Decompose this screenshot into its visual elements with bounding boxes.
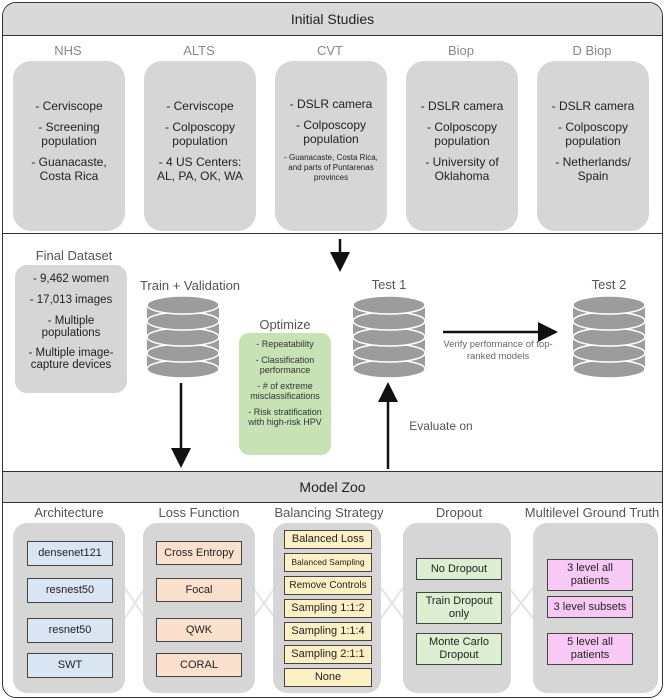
train-validation-label: Train + Validation xyxy=(139,278,241,293)
study-item: - DSLR camera xyxy=(551,99,635,113)
initial-studies-header: Initial Studies xyxy=(3,3,662,36)
evaluate-label: Evaluate on xyxy=(409,419,473,433)
balancing-strategy-title: Balancing Strategy xyxy=(274,505,384,520)
zoo-connectors xyxy=(124,587,534,619)
architecture-card: densenet121 resnest50 resnet50 SWT xyxy=(13,523,125,693)
study-card-biop: - DSLR camera - Colposcopy population - … xyxy=(406,61,518,231)
study-item: - Cerviscope xyxy=(35,99,103,113)
optimize-item: - Classification performance xyxy=(255,355,315,375)
test1-label: Test 1 xyxy=(371,277,407,292)
study-item: - Guanacaste, Costa Rica xyxy=(31,155,107,183)
balancing-option: Sampling 2:1:1 xyxy=(284,645,372,664)
flow-graphics xyxy=(124,239,646,619)
optimize-title: Optimize xyxy=(259,317,311,332)
dropout-card: No Dropout Train Dropout only Monte Carl… xyxy=(403,523,511,693)
balancing-option: Sampling 1:1:4 xyxy=(284,622,372,641)
study-item: - Colposcopy population xyxy=(164,120,236,148)
study-item: - University of Oklahoma xyxy=(425,155,499,183)
study-title-alts: ALTS xyxy=(183,43,215,58)
loss-function-card: Cross Entropy Focal QWK CORAL xyxy=(143,523,255,693)
balancing-option: Balanced Sampling xyxy=(284,553,372,572)
section-divider xyxy=(3,233,662,234)
study-item: - Colposcopy population xyxy=(426,120,498,148)
study-title-biop: Biop xyxy=(447,43,475,58)
test2-label: Test 2 xyxy=(591,277,627,292)
ground-truth-option: 5 level all patients xyxy=(547,633,633,665)
study-item: - DSLR camera xyxy=(420,99,504,113)
database-icon-train xyxy=(146,295,220,379)
balancing-option: None xyxy=(284,668,372,687)
verify-label: Verify performance of top-ranked models xyxy=(443,339,553,362)
architecture-option: resnet50 xyxy=(27,618,113,643)
dropout-option: No Dropout xyxy=(416,558,502,580)
study-item: - Colposcopy population xyxy=(557,120,629,148)
balancing-option: Sampling 1:1:2 xyxy=(284,599,372,618)
study-card-dbiop: - DSLR camera - Colposcopy population - … xyxy=(537,61,649,231)
study-card-alts: - Cerviscope - Colposcopy population - 4… xyxy=(144,61,256,231)
architecture-option: densenet121 xyxy=(27,541,113,566)
dataset-item: - 9,462 women xyxy=(32,273,110,285)
balancing-option: Balanced Loss xyxy=(284,530,372,549)
study-title-nhs: NHS xyxy=(54,43,82,58)
dataset-item: - Multiple populations xyxy=(41,315,101,339)
database-icon-test1 xyxy=(352,295,426,379)
study-note: - Guanacaste, Costa Rica, and parts of P… xyxy=(284,153,378,182)
final-dataset-title: Final Dataset xyxy=(35,248,113,263)
dropout-option: Monte Carlo Dropout xyxy=(416,633,502,665)
dataset-item: - 17,013 images xyxy=(29,294,113,306)
architecture-title: Architecture xyxy=(34,505,104,520)
study-title-dbiop: D Biop xyxy=(572,43,612,58)
study-item: - Screening population xyxy=(38,120,100,148)
ground-truth-title: Multilevel Ground Truth xyxy=(524,505,660,520)
final-dataset-card: - 9,462 women - 17,013 images - Multiple… xyxy=(15,265,127,393)
balancing-option: Remove Controls xyxy=(284,576,372,595)
loss-option: CORAL xyxy=(156,653,242,677)
study-item: - 4 US Centers: AL, PA, OK, WA xyxy=(156,155,244,183)
dataset-item: - Multiple image-capture devices xyxy=(28,347,114,371)
architecture-option: SWT xyxy=(27,653,113,678)
balancing-strategy-card: Balanced Loss Balanced Sampling Remove C… xyxy=(273,523,381,693)
loss-option: QWK xyxy=(156,618,242,642)
study-card-cvt: - DSLR camera - Colposcopy population - … xyxy=(275,61,387,231)
optimize-item: - # of extreme misclassifications xyxy=(250,381,320,401)
optimize-item: - Risk stratification with high-risk HPV xyxy=(248,407,322,427)
model-zoo-header: Model Zoo xyxy=(3,471,662,503)
ground-truth-option: 3 level all patients xyxy=(547,559,633,591)
study-item: - Colposcopy population xyxy=(295,118,367,146)
optimize-item: - Repeatability xyxy=(256,339,314,349)
study-item: - DSLR camera xyxy=(289,97,373,111)
ground-truth-card: 3 level all patients 3 level subsets 5 l… xyxy=(533,523,658,693)
study-item: - Cerviscope xyxy=(166,99,234,113)
ground-truth-option: 3 level subsets xyxy=(547,596,633,618)
loss-function-title: Loss Function xyxy=(158,505,240,520)
study-card-nhs: - Cerviscope - Screening population - Gu… xyxy=(13,61,125,231)
optimize-card: - Repeatability - Classification perform… xyxy=(239,333,331,455)
architecture-option: resnest50 xyxy=(27,578,113,603)
study-item: - Netherlands/ Spain xyxy=(555,155,631,183)
loss-option: Focal xyxy=(156,578,242,602)
dropout-option: Train Dropout only xyxy=(416,592,502,624)
study-title-cvt: CVT xyxy=(317,43,343,58)
loss-option: Cross Entropy xyxy=(156,541,242,565)
database-icon-test2 xyxy=(572,295,646,379)
dropout-title: Dropout xyxy=(435,505,483,520)
